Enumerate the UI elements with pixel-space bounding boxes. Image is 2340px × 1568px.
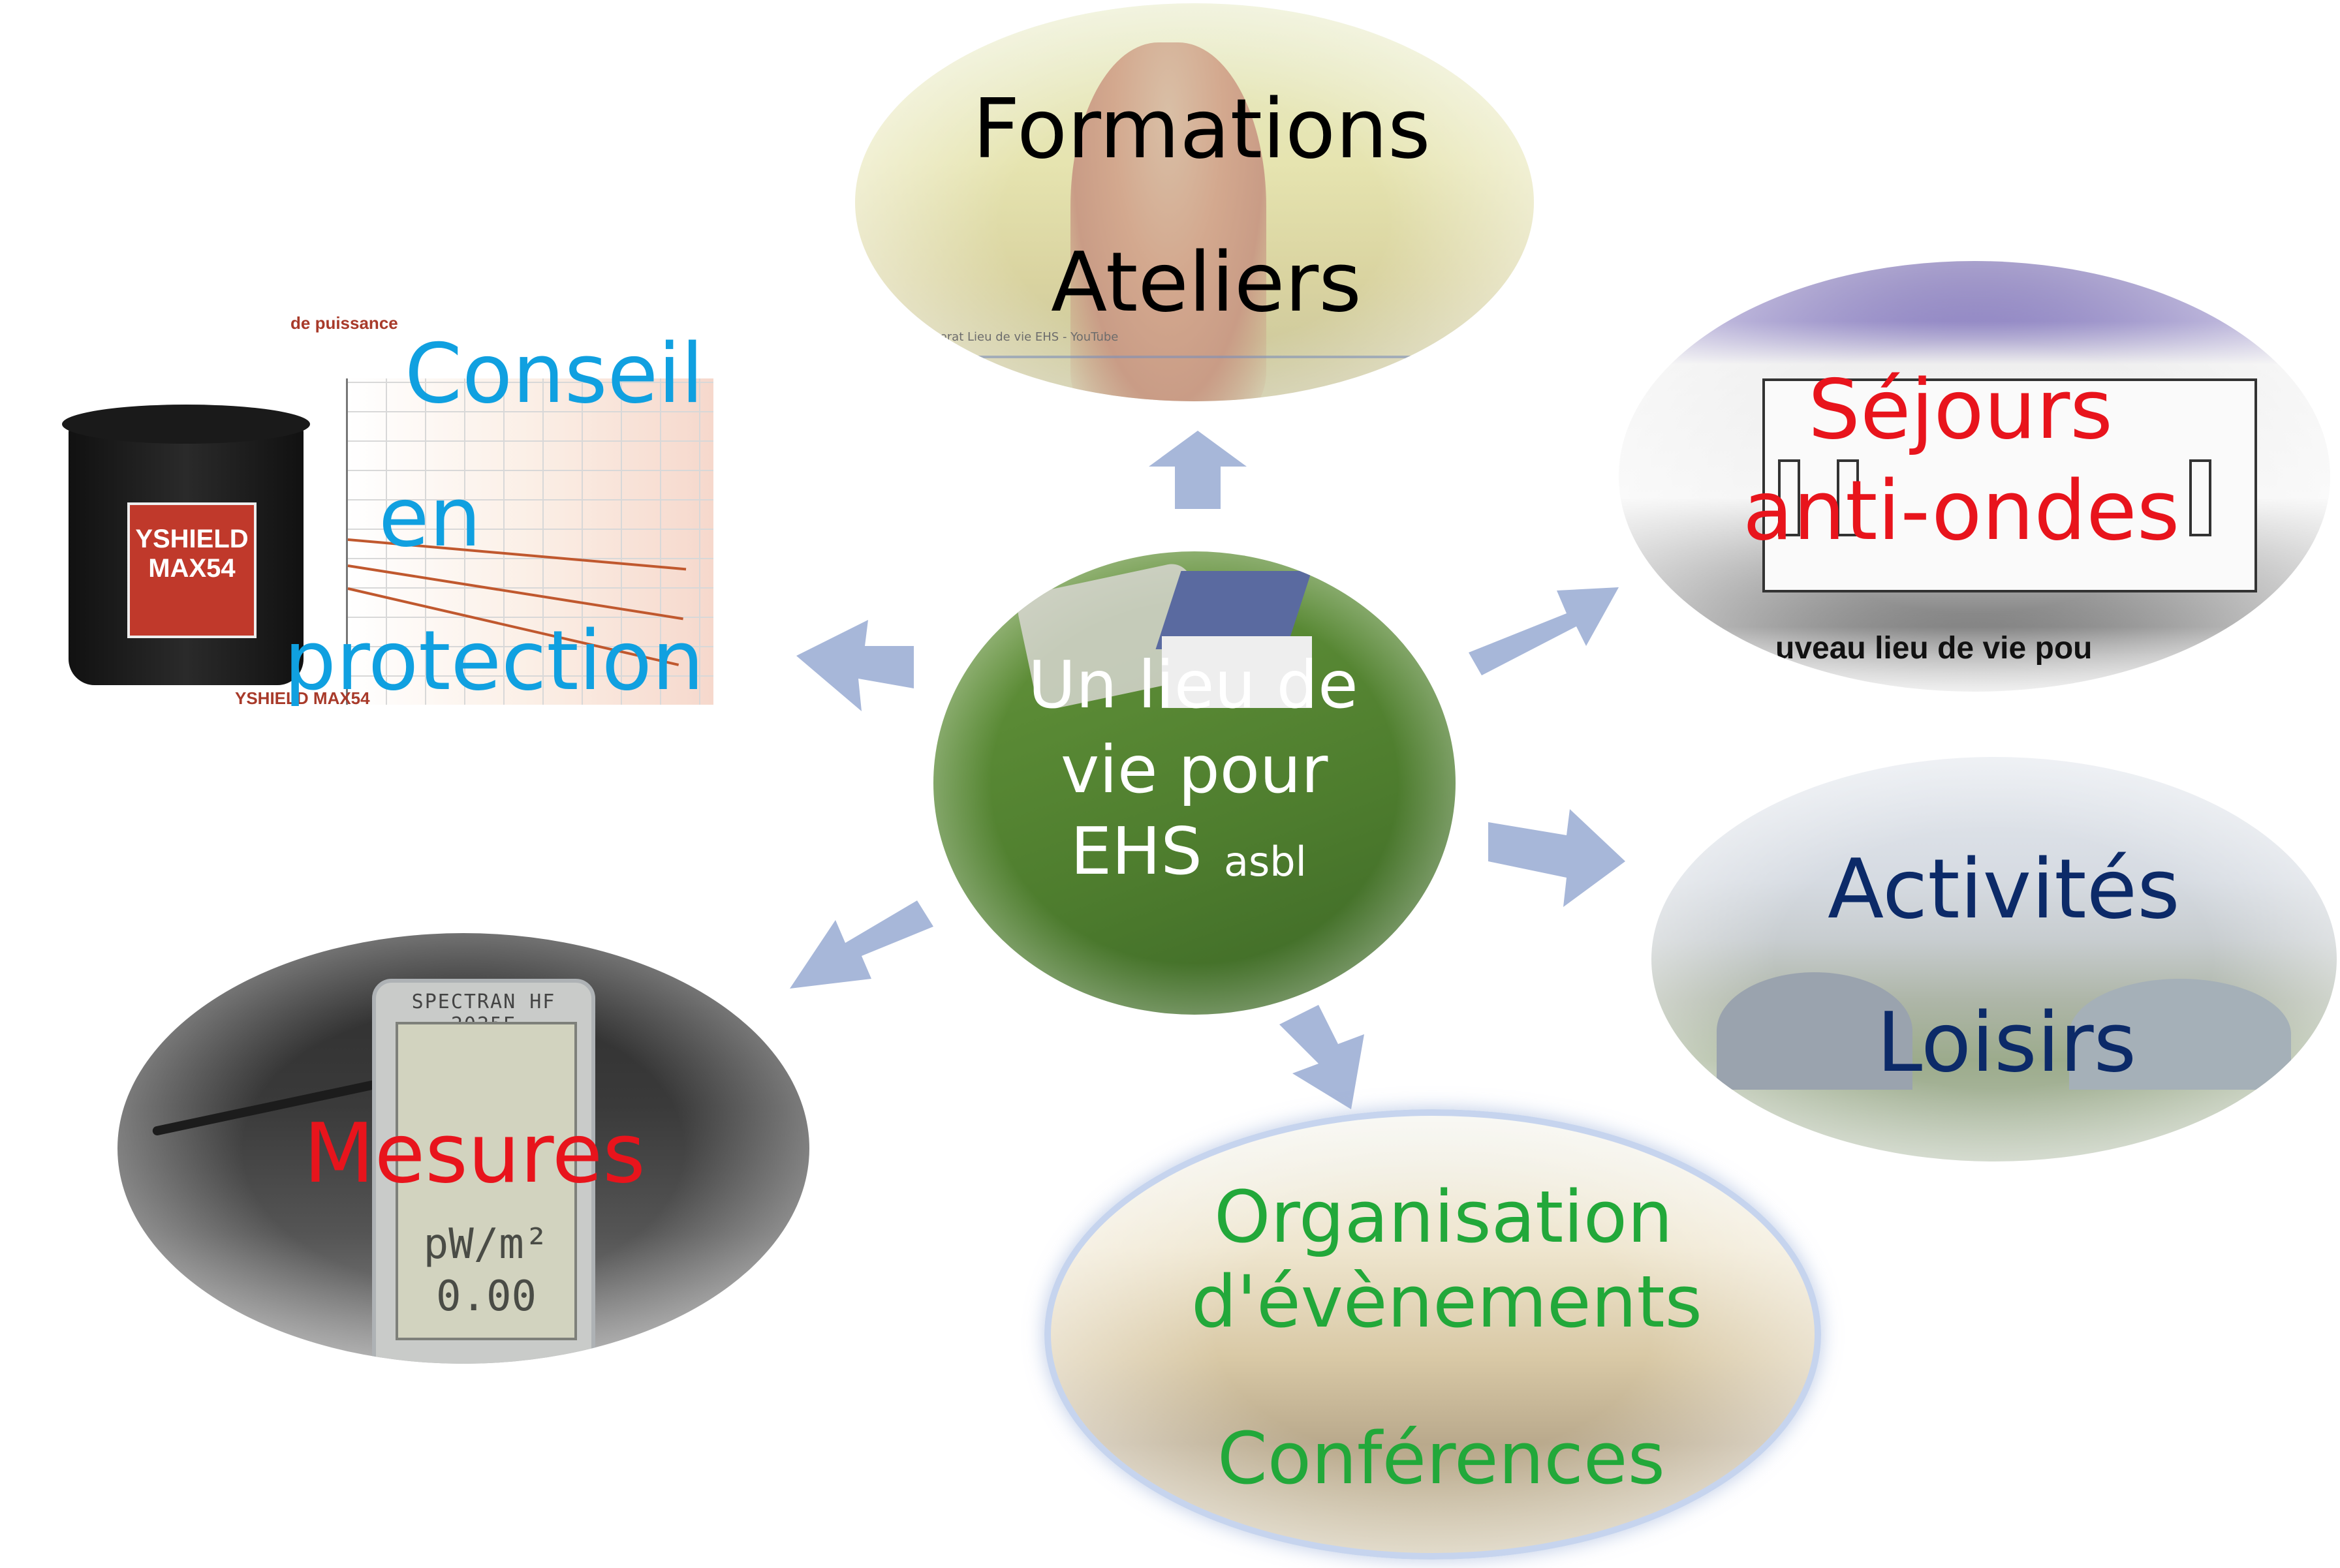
evenements-label: d'évènements — [1191, 1260, 1702, 1344]
node-formations-ateliers: Lerat Lieu de vie EHS - YouTube Formatio… — [855, 3, 1534, 401]
chart-note: de puissance — [290, 313, 398, 333]
center-line-2: vie pour — [1061, 731, 1328, 808]
protection-label: protection — [284, 613, 704, 709]
meter-value: 0.00 — [435, 1272, 537, 1321]
node-organisation-conferences: Organisation d'évènements Conférences — [1044, 1109, 1821, 1560]
sejours-label: Séjours — [1808, 361, 2113, 457]
center-line-3-main: EHS — [1070, 813, 1202, 889]
arrow-to-activites — [1488, 809, 1625, 907]
meter-screen: pW/m² 0.00 — [396, 1022, 577, 1340]
mesures-label: Mesures — [304, 1105, 646, 1201]
activites-label: Activités — [1828, 841, 2180, 937]
meter-unit: pW/m² — [423, 1220, 550, 1268]
en-label: en — [379, 469, 482, 565]
anti-ondes-label: anti-ondes — [1743, 463, 2180, 559]
node-activites-loisirs: Activités Loisirs — [1651, 757, 2337, 1161]
arrow-to-mesures — [790, 900, 933, 989]
node-conseil-protection: de puissance YSHIELD MAX54 YSHIELD MAX54… — [62, 313, 718, 731]
tent-shape — [2069, 979, 2291, 1090]
formations-label: Formations — [973, 81, 1431, 177]
product-label: YSHIELD MAX54 — [135, 525, 249, 583]
tent-shape — [1717, 972, 1912, 1090]
loisirs-label: Loisirs — [1877, 994, 2137, 1090]
caption-lieu-de-vie: uveau lieu de vie pou — [1775, 631, 2093, 666]
center-line-1: Un lieu de — [1028, 647, 1358, 723]
organisation-label: Organisation — [1214, 1175, 1673, 1259]
house-sketch — [1762, 378, 2257, 592]
node-center-lieu-de-vie: Un lieu de vie pour EHS asbl — [933, 551, 1456, 1015]
arrow-to-conseil — [796, 620, 914, 711]
attenuation-chart — [346, 378, 713, 705]
ateliers-label: Ateliers — [1051, 234, 1362, 330]
spectrum-analyzer: SPECTRAN HF 2025E pW/m² 0.00 — [372, 979, 595, 1364]
conferences-label: Conférences — [1217, 1417, 1665, 1500]
caption-youtube: Lerat Lieu de vie EHS - YouTube — [933, 330, 1119, 344]
shielding-paint-bucket: YSHIELD MAX54 — [62, 405, 310, 685]
video-progress-bar — [894, 356, 1495, 358]
conseil-label: Conseil — [405, 326, 704, 422]
house-walls — [1162, 636, 1312, 708]
node-sejours-anti-ondes: Séjours anti-ondes uveau lieu de vie pou — [1619, 261, 2330, 692]
arrow-to-formations — [1149, 431, 1247, 509]
product-footer: YSHIELD MAX54 — [235, 688, 370, 708]
arrow-to-sejours — [1469, 587, 1619, 675]
node-mesures: SPECTRAN HF 2025E pW/m² 0.00 Mesures — [117, 933, 809, 1364]
center-line-3-small: asbl — [1224, 838, 1307, 885]
trainer-photo — [1070, 42, 1266, 401]
arrow-to-organisation — [1279, 1005, 1364, 1109]
